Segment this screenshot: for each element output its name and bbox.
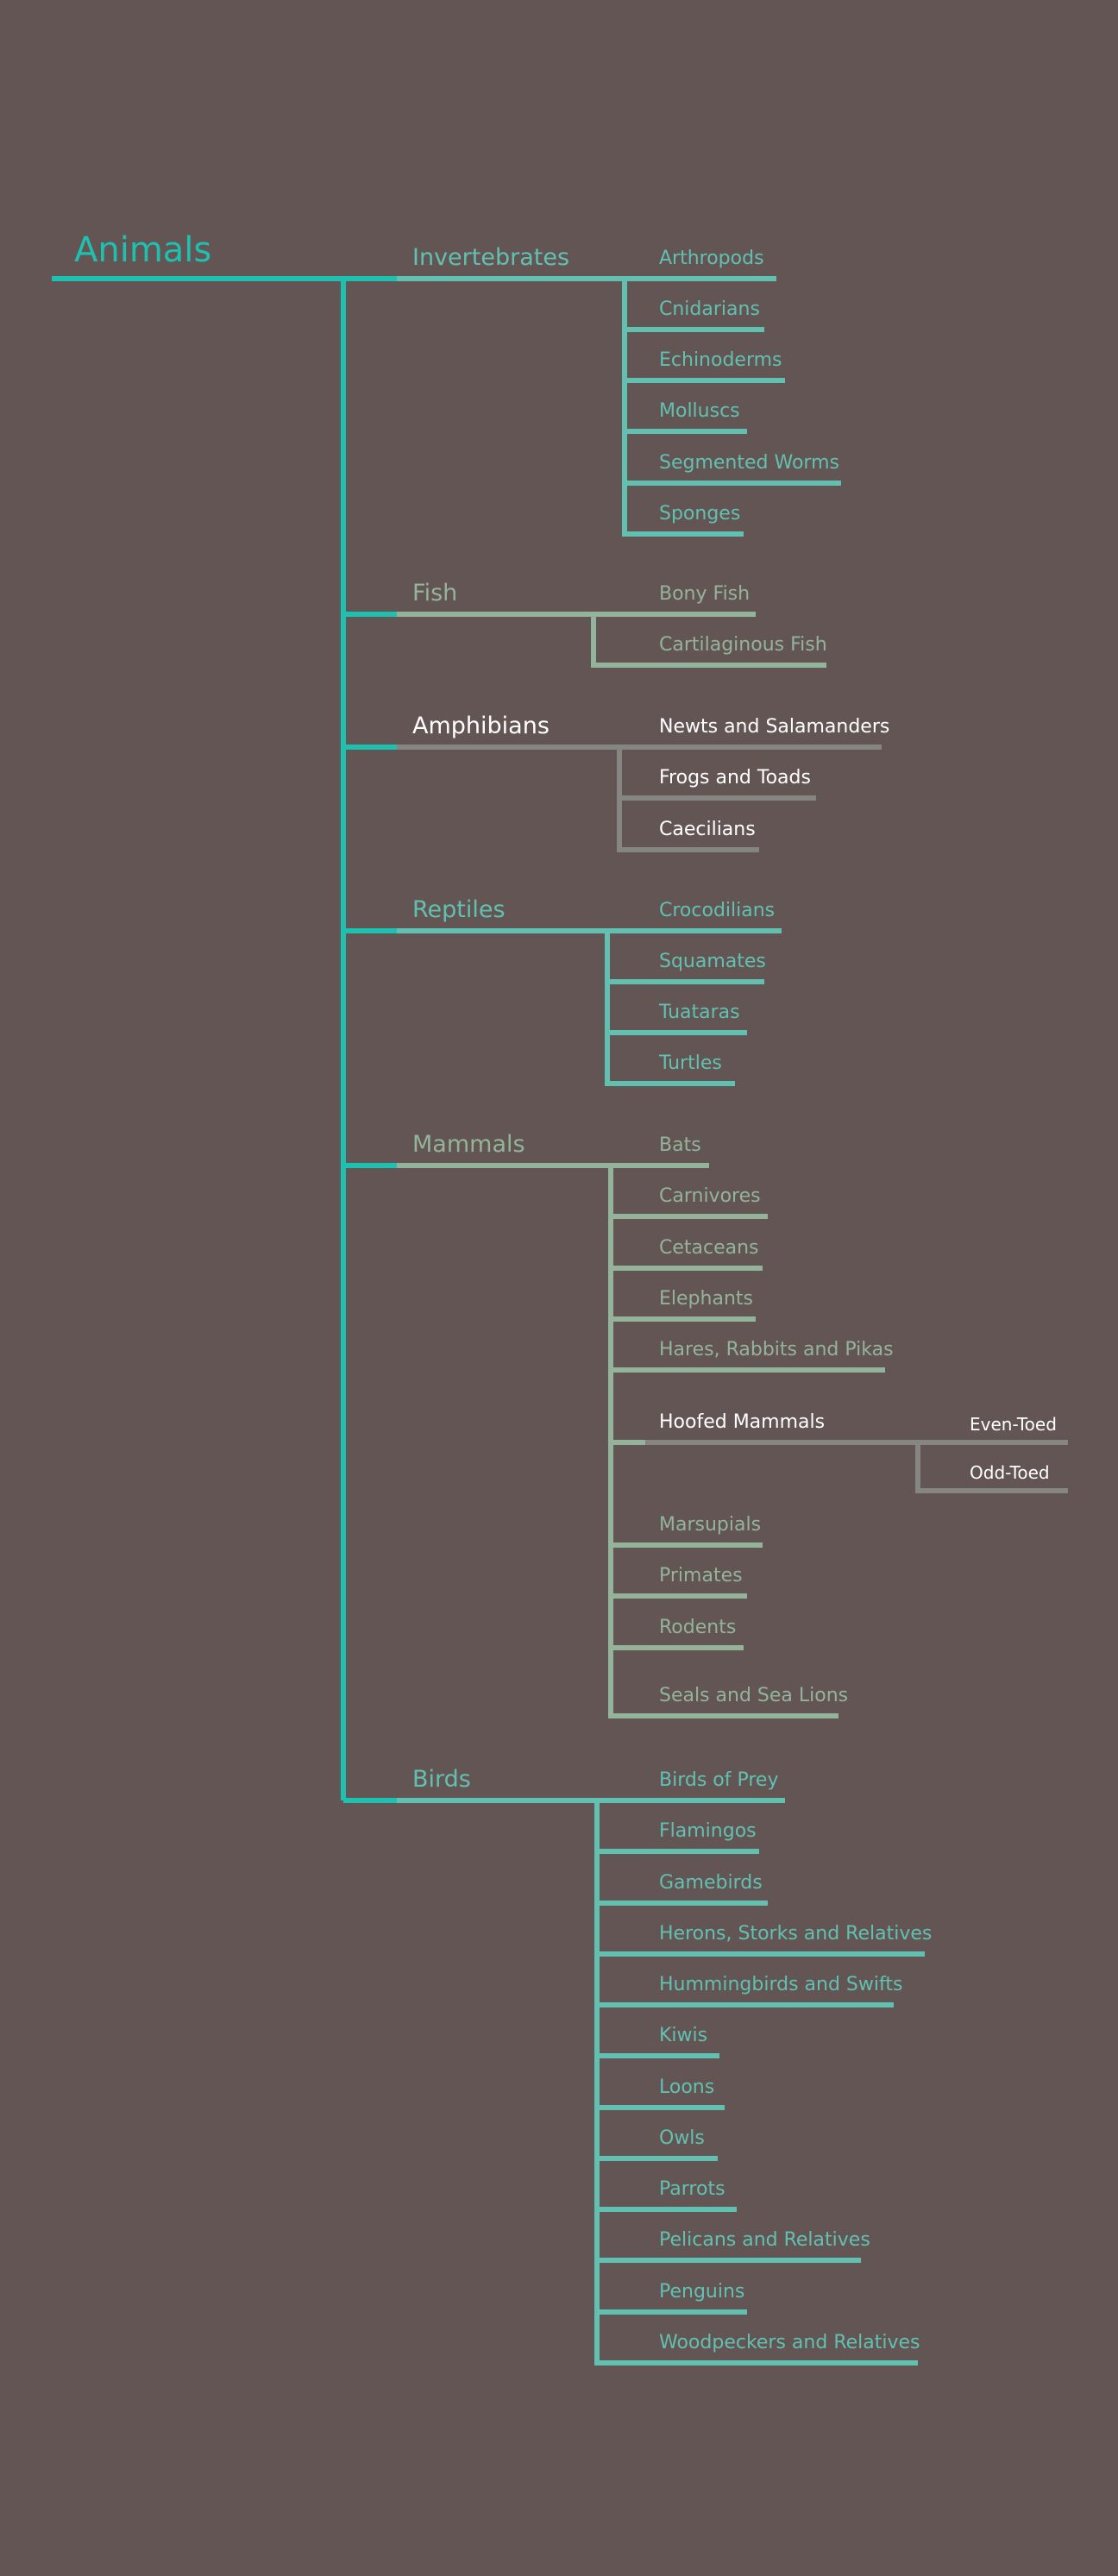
leaf-label-arthropods: Arthropods <box>659 248 764 270</box>
branch-label-mammals: Mammals <box>412 1131 525 1159</box>
leaf-label-turtles: Turtles <box>659 1052 722 1075</box>
leaf-label-carnivores: Carnivores <box>659 1185 761 1208</box>
leaf-label-seals-and-sea-lions: Seals and Sea Lions <box>659 1685 849 1707</box>
branch-label-birds: Birds <box>412 1766 471 1794</box>
branch-label-invertebrates: Invertebrates <box>412 244 570 272</box>
leaf-label-penguins: Penguins <box>659 2281 745 2303</box>
leaf-label-bony-fish: Bony Fish <box>659 583 751 606</box>
leaf-label-caecilians: Caecilians <box>659 819 756 841</box>
leaf-label-marsupials: Marsupials <box>659 1514 762 1536</box>
leaf-label-bats: Bats <box>659 1134 701 1157</box>
leaf-label-segmented-worms: Segmented Worms <box>659 452 839 474</box>
leaf-label-parrots: Parrots <box>659 2178 725 2201</box>
leaf-label-echinoderms: Echinoderms <box>659 349 782 372</box>
leaf-label-hares-rabbits-and-pikas: Hares, Rabbits and Pikas <box>659 1339 894 1361</box>
leaf-label-woodpeckers-and-relatives: Woodpeckers and Relatives <box>659 2332 920 2354</box>
sub-label-odd-toed: Odd-Toed <box>970 1462 1050 1483</box>
branch-label-amphibians: Amphibians <box>412 713 550 740</box>
root-label-animals: Animals <box>74 230 212 270</box>
leaf-label-hoofed-mammals: Hoofed Mammals <box>659 1411 826 1434</box>
leaf-label-flamingos: Flamingos <box>659 1820 757 1843</box>
leaf-label-loons: Loons <box>659 2077 715 2099</box>
leaf-label-crocodilians: Crocodilians <box>659 900 776 922</box>
leaf-label-sponges: Sponges <box>659 503 741 525</box>
leaf-label-pelicans-and-relatives: Pelicans and Relatives <box>659 2229 870 2252</box>
leaf-label-kiwis: Kiwis <box>659 2025 708 2047</box>
leaf-label-squamates: Squamates <box>659 951 766 973</box>
leaf-label-molluscs: Molluscs <box>659 400 740 423</box>
leaf-label-cnidarians: Cnidarians <box>659 298 760 321</box>
leaf-label-primates: Primates <box>659 1565 743 1587</box>
leaf-label-gamebirds: Gamebirds <box>659 1872 763 1894</box>
sub-label-even-toed: Even-Toed <box>970 1414 1057 1435</box>
leaf-label-herons-storks-and-relatives: Herons, Storks and Relatives <box>659 1923 933 1945</box>
leaf-label-hummingbirds-and-swifts: Hummingbirds and Swifts <box>659 1974 903 1996</box>
leaf-label-elephants: Elephants <box>659 1288 753 1310</box>
leaf-label-owls: Owls <box>659 2127 705 2150</box>
leaf-label-cartilaginous-fish: Cartilaginous Fish <box>659 634 827 657</box>
leaf-label-birds-of-prey: Birds of Prey <box>659 1769 779 1792</box>
branch-label-fish: Fish <box>412 580 458 607</box>
leaf-label-frogs-and-toads: Frogs and Toads <box>659 767 811 789</box>
leaf-label-cetaceans: Cetaceans <box>659 1237 759 1260</box>
branch-label-reptiles: Reptiles <box>412 896 506 924</box>
leaf-label-rodents: Rodents <box>659 1617 737 1639</box>
leaf-label-newts-and-salamanders: Newts and Salamanders <box>659 716 890 738</box>
leaf-label-tuataras: Tuataras <box>659 1002 740 1024</box>
